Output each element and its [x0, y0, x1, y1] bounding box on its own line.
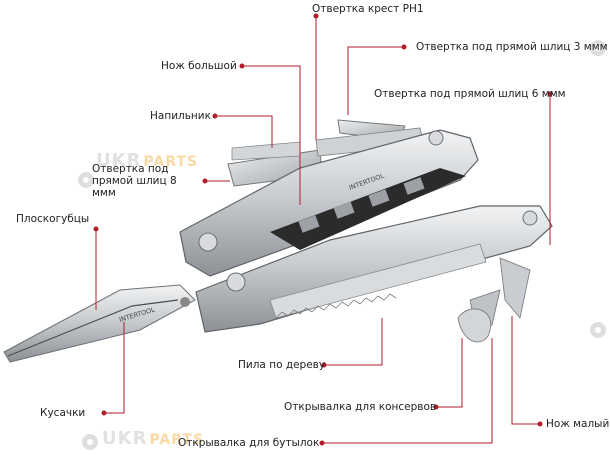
- label-saw: Пила по дереву: [238, 359, 326, 371]
- watermark-gear-icon: [78, 40, 606, 450]
- leader-dots: [93, 13, 553, 446]
- label-pliers: Плоскогубцы: [16, 213, 90, 225]
- upper-handle: [179, 129, 479, 277]
- small-knife-blade: [499, 257, 531, 319]
- label-bottle-opener: Открывалка для бутылок: [178, 437, 320, 449]
- label-phillips-ph1: Отвертка крест PH1: [312, 3, 424, 15]
- multitool-illustration: [3, 119, 553, 363]
- saw-blade: [269, 243, 487, 319]
- pliers-jaws: [3, 284, 196, 363]
- label-small-knife: Нож малый: [546, 418, 610, 430]
- bottle-opener-blade: [457, 308, 492, 343]
- label-cutters: Кусачки: [40, 407, 86, 419]
- label-can-opener: Открывалка для консервов: [284, 401, 437, 413]
- label-big-knife: Нож большой: [161, 60, 237, 72]
- leader-lines: [95, 16, 551, 444]
- label-flat-3mm: Отвертка под прямой шлиц 3 ммм: [416, 41, 608, 53]
- label-flat-8mm: Отвертка под прямой шлиц 8 ммм: [92, 163, 177, 199]
- label-file: Напильник: [150, 110, 211, 122]
- label-flat-6mm: Отвертка под прямой шлиц 6 ммм: [374, 88, 566, 100]
